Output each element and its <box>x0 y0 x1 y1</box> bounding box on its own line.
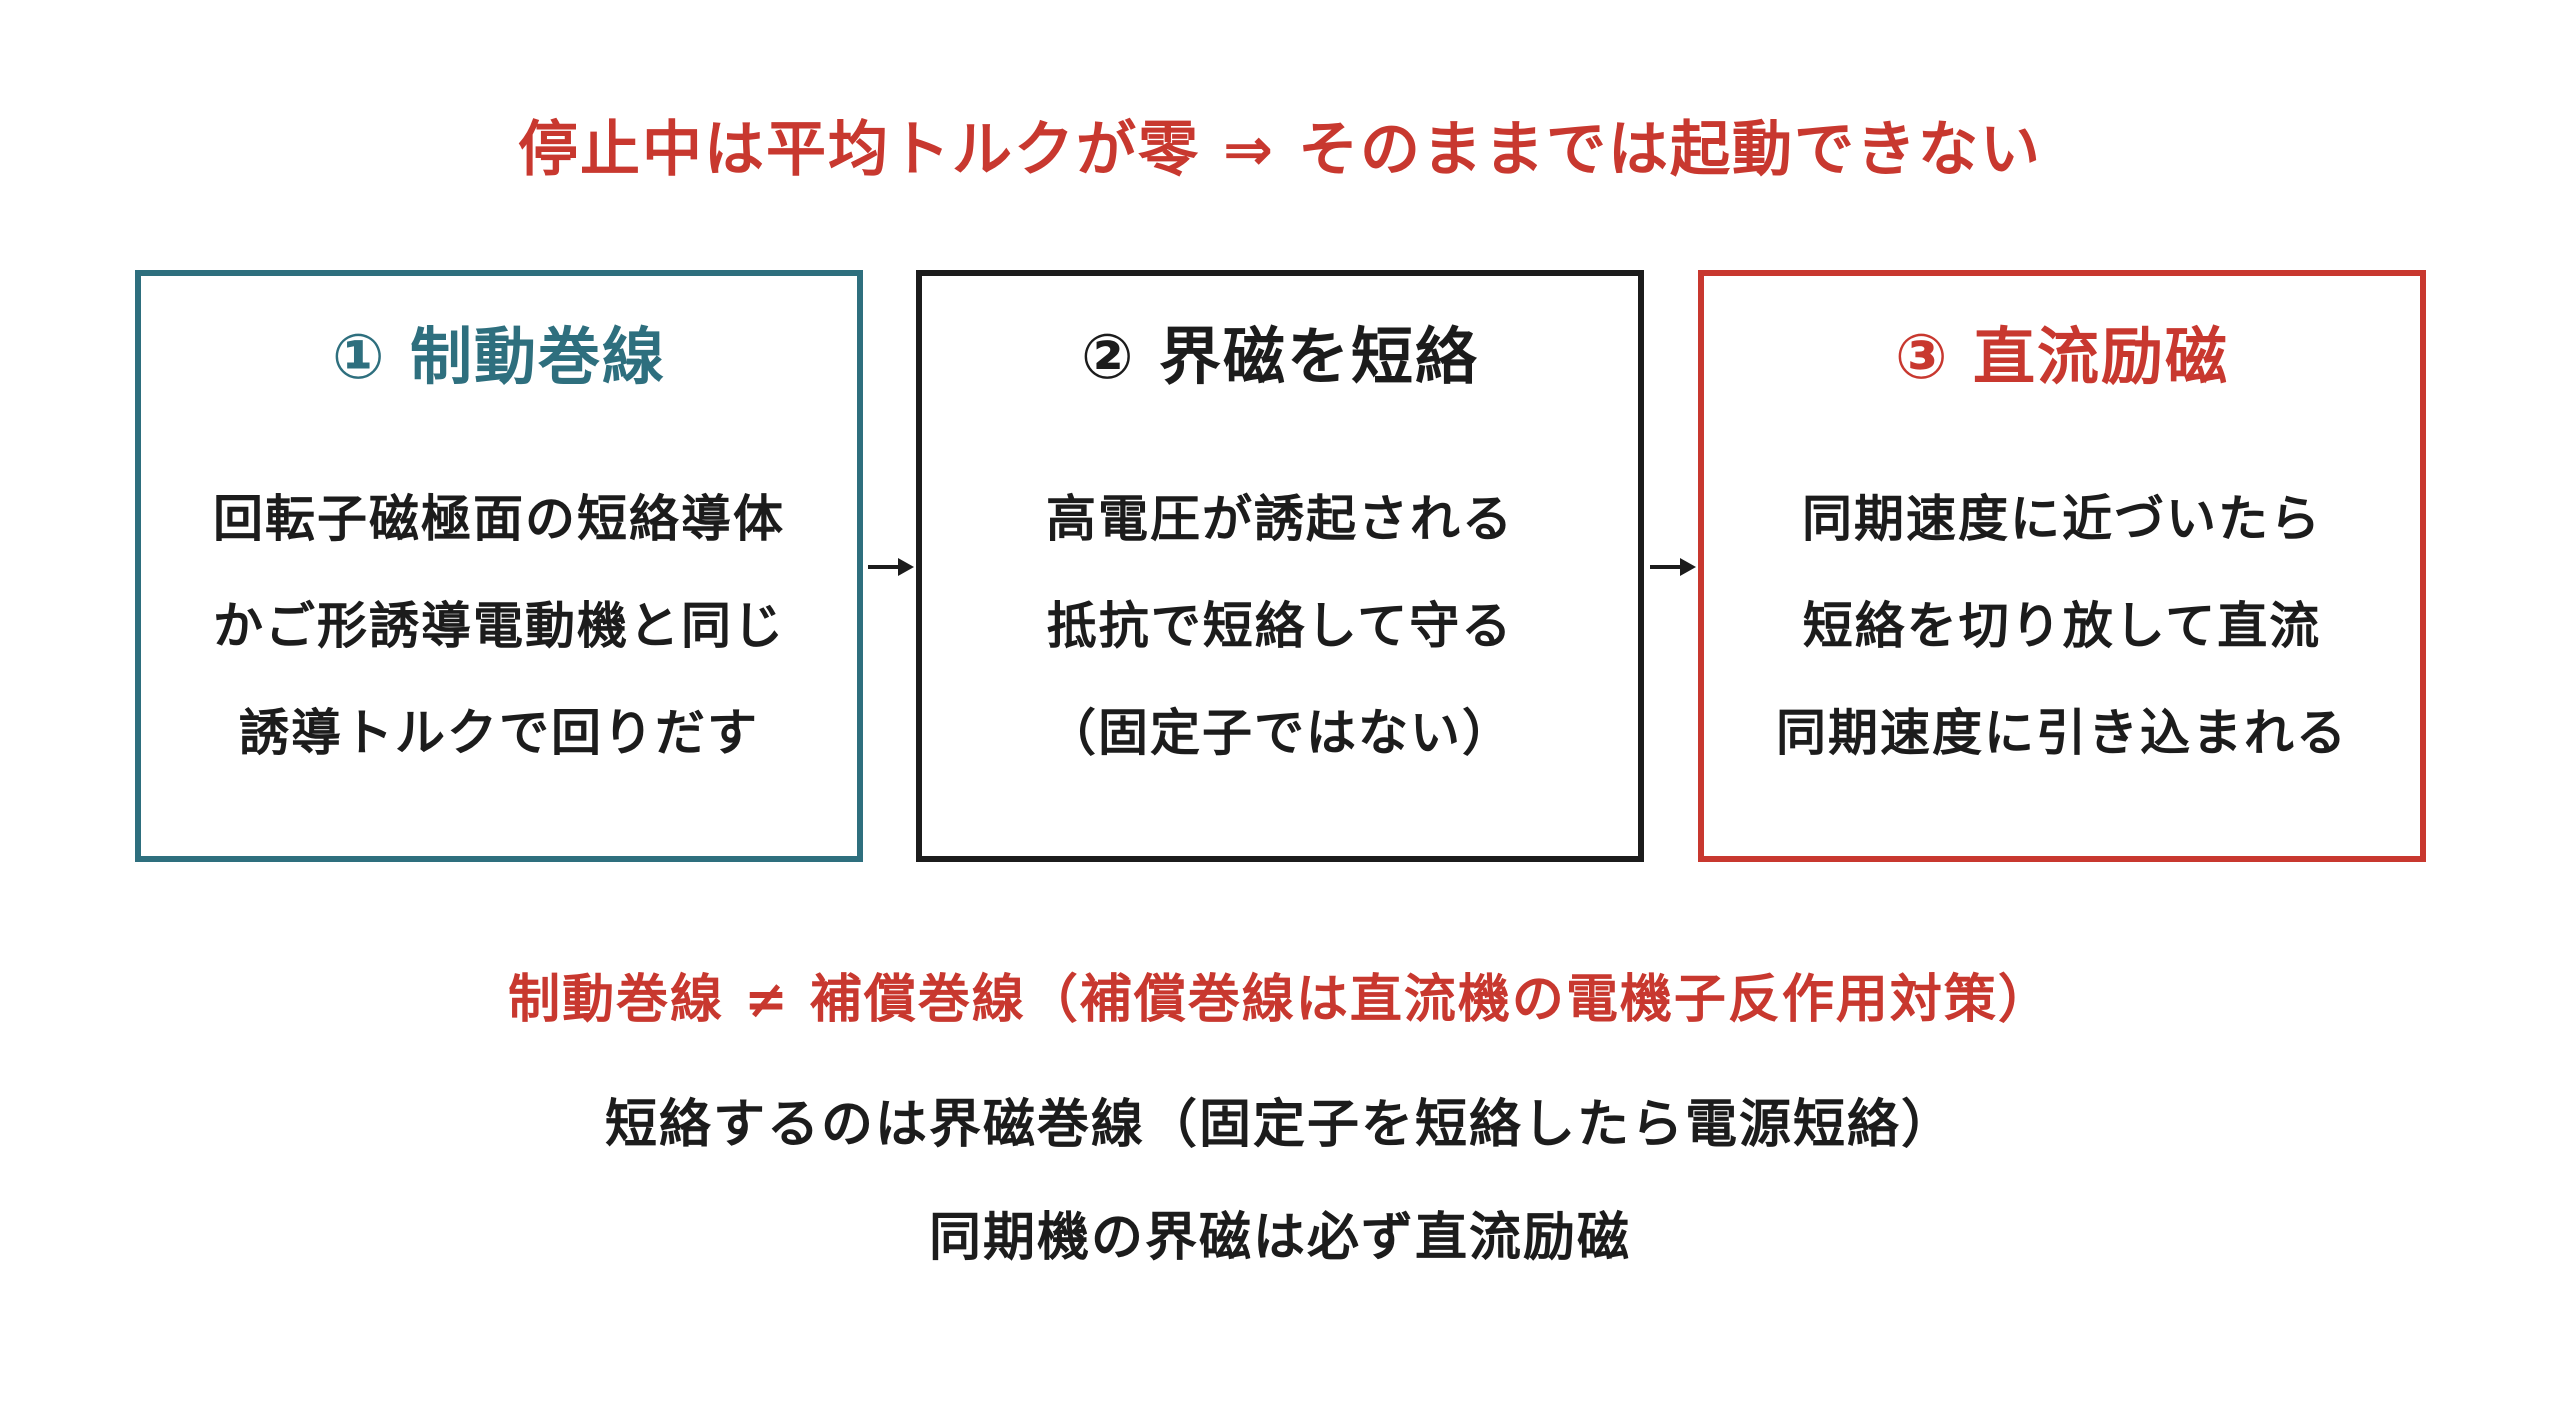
step-title: ② 界磁を短絡 <box>1080 320 1480 393</box>
step-line: 同期速度に引き込まれる <box>1776 704 2348 762</box>
step-description: 回転子磁極面の短絡導体 かご形誘導電動機と同じ 誘導トルクで回りだす <box>141 466 857 787</box>
step-title: ① 制動巻線 <box>331 320 667 393</box>
headline: 停止中は平均トルクが零 ⇒ そのままでは起動できない <box>517 115 2043 185</box>
step-line: 回転子磁極面の短絡導体 <box>213 490 785 548</box>
step-line: （固定子ではない） <box>1046 704 1514 762</box>
step-description: 同期速度に近づいたら 短絡を切り放して直流 同期速度に引き込まれる <box>1704 466 2420 787</box>
step-title: ③ 直流励磁 <box>1894 320 2230 393</box>
step-line: 同期速度に近づいたら <box>1802 490 2322 548</box>
step-box-dc-excitation: ③ 直流励磁 同期速度に近づいたら 短絡を切り放して直流 同期速度に引き込まれる <box>1698 270 2426 862</box>
step-line: かご形誘導電動機と同じ <box>213 597 785 655</box>
step-line: 誘導トルクで回りだす <box>239 704 759 762</box>
step-box-field-short: ② 界磁を短絡 高電圧が誘起される 抵抗で短絡して守る （固定子ではない） <box>916 270 1644 862</box>
step-line: 短絡を切り放して直流 <box>1802 597 2322 655</box>
arrow-right-icon <box>1650 558 1696 576</box>
arrow-right-icon <box>868 558 914 576</box>
step-line: 高電圧が誘起される <box>1046 490 1514 548</box>
step-description: 高電圧が誘起される 抵抗で短絡して守る （固定子ではない） <box>922 466 1638 787</box>
footer-note-red: 制動巻線 ≠ 補償巻線（補償巻線は直流機の電機子反作用対策） <box>508 970 2052 1030</box>
footer-note: 短絡するのは界磁巻線（固定子を短絡したら電源短絡） <box>604 1095 1955 1155</box>
step-line: 抵抗で短絡して守る <box>1046 597 1514 655</box>
footer-note: 同期機の界磁は必ず直流励磁 <box>928 1208 1631 1268</box>
step-box-braking-winding: ① 制動巻線 回転子磁極面の短絡導体 かご形誘導電動機と同じ 誘導トルクで回りだ… <box>135 270 863 862</box>
